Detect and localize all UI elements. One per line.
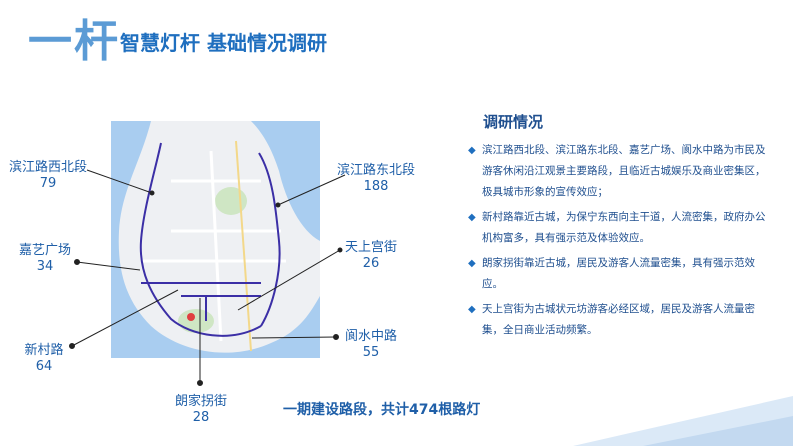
- label-east: 滨江路东北段 188: [333, 163, 419, 195]
- label-langshui-name: 阆水中路: [344, 329, 397, 344]
- label-xincun-name: 新村路: [24, 343, 64, 358]
- label-east-count: 188: [363, 179, 389, 194]
- list-item: ◆ 滨江路西北段、滨江路东北段、嘉艺广场、阆水中路为市民及游客休闲沿江观景主要路…: [468, 140, 768, 203]
- survey-title: 调研情况: [483, 113, 544, 131]
- label-langjia-name: 朗家拐街: [174, 394, 227, 409]
- diamond-bullet-icon: ◆: [468, 145, 476, 156]
- label-jiayi-name: 嘉艺广场: [18, 243, 71, 258]
- survey-item-text: 新村路靠近古城，为保宁东西向主干道，人流密集，政府办公机构富多，具有强示范及体验…: [482, 211, 766, 244]
- label-xincun-count: 64: [35, 359, 53, 374]
- label-langshui-count: 55: [362, 345, 380, 360]
- label-west-name: 滨江路西北段: [8, 160, 87, 175]
- label-langjia: 朗家拐街 28: [166, 394, 236, 426]
- map-graphic: [111, 121, 320, 358]
- survey-item-text: 天上宫街为古城状元坊游客必经区域，居民及游客人流量密集，全日商业活动频繁。: [482, 303, 755, 336]
- label-xincun: 新村路 64: [18, 343, 70, 375]
- label-west-count: 79: [39, 176, 57, 191]
- survey-list: ◆ 滨江路西北段、滨江路东北段、嘉艺广场、阆水中路为市民及游客休闲沿江观景主要路…: [468, 140, 768, 345]
- label-east-name: 滨江路东北段: [336, 163, 415, 178]
- label-jiayi: 嘉艺广场 34: [14, 243, 76, 275]
- survey-item-text: 滨江路西北段、滨江路东北段、嘉艺广场、阆水中路为市民及游客休闲沿江观景主要路段，…: [482, 144, 766, 198]
- diamond-bullet-icon: ◆: [468, 258, 476, 269]
- label-tianshang-count: 26: [362, 256, 380, 271]
- page-subtitle: 智慧灯杆 基础情况调研: [120, 31, 327, 55]
- label-langjia-count: 28: [192, 410, 210, 425]
- page-big-title: 一杆: [28, 16, 120, 67]
- survey-item-text: 朗家拐街靠近古城，居民及游客人流量密集，具有强示范效应。: [482, 257, 755, 290]
- label-west: 滨江路西北段 79: [4, 160, 92, 192]
- city-map: [111, 121, 320, 358]
- diamond-bullet-icon: ◆: [468, 212, 476, 223]
- label-tianshang-name: 天上宫街: [344, 240, 397, 255]
- label-langshui: 阆水中路 55: [336, 329, 406, 361]
- diamond-bullet-icon: ◆: [468, 304, 476, 315]
- list-item: ◆ 新村路靠近古城，为保宁东西向主干道，人流密集，政府办公机构富多，具有强示范及…: [468, 207, 768, 249]
- corner-decoration: [573, 396, 793, 446]
- list-item: ◆ 天上宫街为古城状元坊游客必经区域，居民及游客人流量密集，全日商业活动频繁。: [468, 299, 768, 341]
- list-item: ◆ 朗家拐街靠近古城，居民及游客人流量密集，具有强示范效应。: [468, 253, 768, 295]
- label-tianshang: 天上宫街 26: [340, 240, 402, 272]
- summary-text: 一期建设路段，共计474根路灯: [283, 402, 481, 418]
- label-jiayi-count: 34: [36, 259, 54, 274]
